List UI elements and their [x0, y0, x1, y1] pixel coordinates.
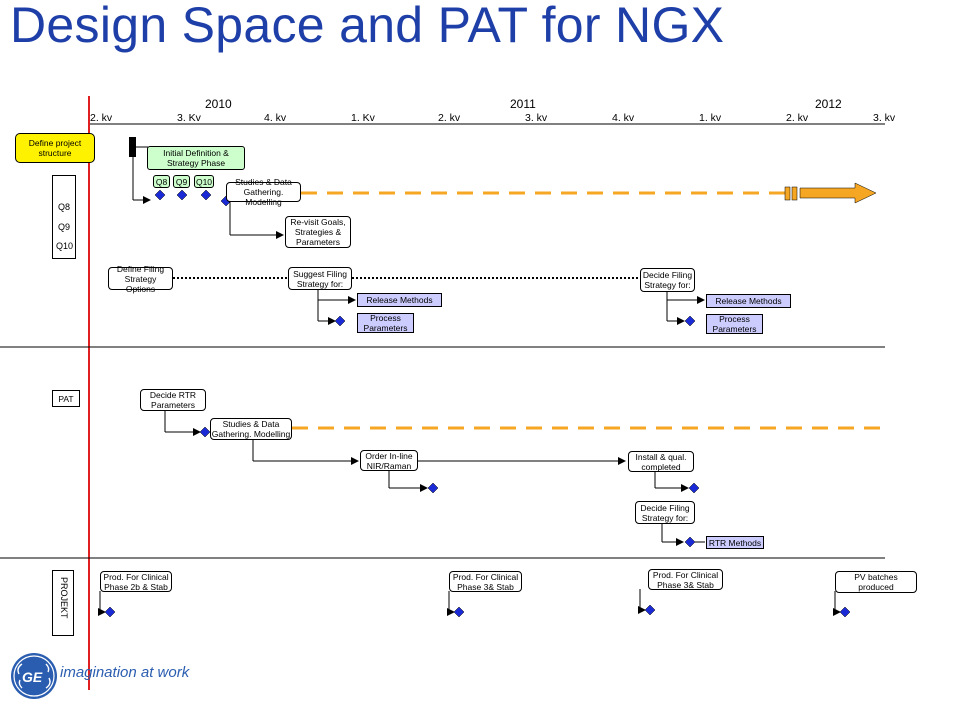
decide-filing-box-2: Decide Filing Strategy for: [635, 501, 695, 524]
define-filing-box: Define Filing Strategy Options [108, 264, 173, 294]
quarter-label: 4. kv [612, 112, 635, 124]
orange-arrow-1 [799, 182, 877, 204]
decide-rtr-box: Decide RTR Parameters [140, 389, 206, 411]
projekt-label: PROJEKT [59, 577, 69, 619]
prod-clinical-2b-box: Prod. For Clinical Phase 2b & Stab [100, 571, 172, 592]
q10-box: Q10 [194, 175, 214, 188]
q8-box: Q8 [153, 175, 170, 188]
quarter-label: 3. kv [525, 112, 548, 124]
install-box: Install & qual. completed [628, 451, 694, 472]
quarter-label: 2. kv [90, 112, 113, 124]
quarter-label: 4. kv [264, 112, 287, 124]
rtr-methods-box: RTR Methods [706, 536, 764, 549]
quarter-label: 1. Kv [351, 112, 375, 124]
left-q8: Q8 [58, 202, 71, 212]
order-inline-box: Order In-line NIR/Raman [360, 450, 418, 471]
year-2012: 2012 [815, 97, 842, 111]
process-parameters-box-1: Process Parameters [357, 313, 414, 333]
prod-clinical-3-box-1: Prod. For Clinical Phase 3& Stab [449, 571, 522, 592]
decide-filing-box-1: Decide Filing Strategy for: [640, 268, 695, 292]
start-marker-bar [129, 137, 136, 157]
q9-box: Q9 [173, 175, 190, 188]
quarter-label: 3. kv [873, 112, 896, 124]
quarter-label: 3. Kv [177, 112, 201, 124]
left-q9: Q9 [58, 222, 71, 232]
quarter-label: 1. kv [699, 112, 722, 124]
prod-clinical-3-box-2: Prod. For Clinical Phase 3& Stab [648, 569, 723, 590]
pat-label: PAT [52, 390, 80, 407]
suggest-filing-box: Suggest Filing Strategy for: [288, 267, 352, 290]
release-methods-box-2: Release Methods [706, 294, 791, 308]
initial-definition-box: Initial Definition & Strategy Phase [147, 146, 245, 170]
page-title: Design Space and PAT for NGX [10, 0, 725, 53]
ge-logo-mark: GE [22, 669, 43, 685]
revisit-box: Re-visit Goals, Strategies & Parameters [285, 216, 351, 248]
define-project-box: Define project structure [15, 133, 95, 163]
studies-box-1: Studies & Data Gathering. Modelling [226, 177, 301, 207]
left-q10: Q10 [56, 241, 74, 251]
logo-tagline: imagination at work [60, 664, 190, 681]
quarter-label: 2. kv [438, 112, 461, 124]
year-2011: 2011 [510, 97, 536, 111]
quarter-label: 2. kv [786, 112, 809, 124]
ge-logo [11, 653, 57, 699]
left-q-box [52, 175, 76, 259]
studies-box-2: Studies & Data Gathering. Modelling [210, 418, 292, 440]
process-parameters-box-2: Process Parameters [706, 314, 763, 334]
projekt-box: PROJEKT [52, 570, 74, 636]
release-methods-box-1: Release Methods [357, 293, 442, 307]
pv-batches-box: PV batches produced [835, 571, 917, 593]
year-2010: 2010 [205, 97, 232, 111]
